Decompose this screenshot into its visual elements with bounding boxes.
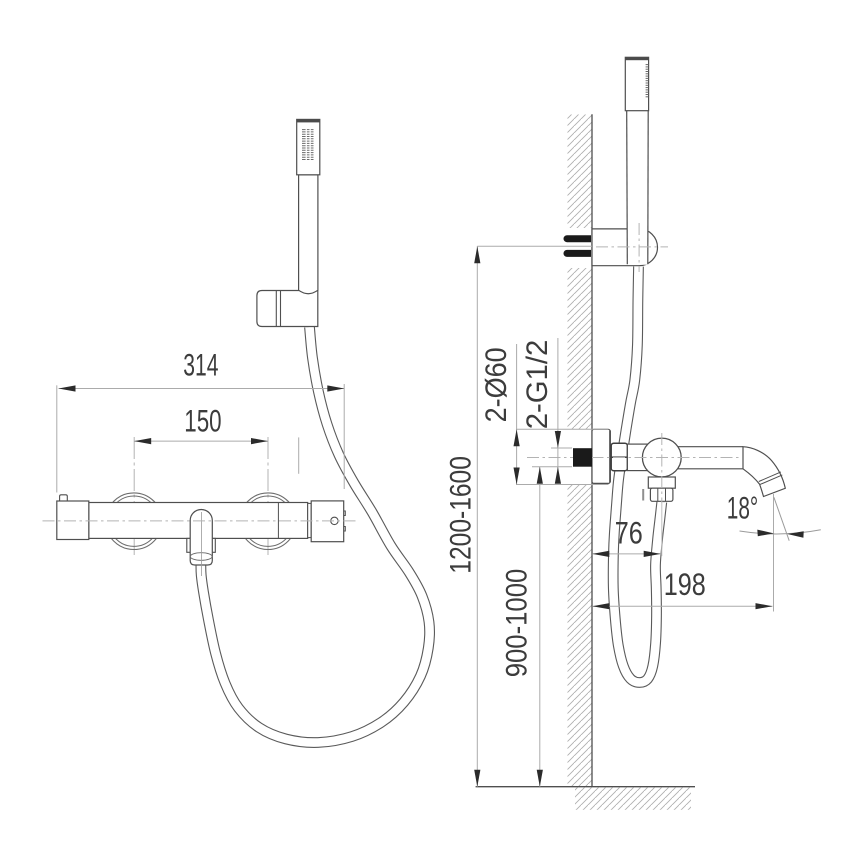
svg-text:76: 76 [615, 516, 643, 551]
svg-text:18°: 18° [727, 490, 758, 525]
svg-text:2-Ø60: 2-Ø60 [480, 347, 514, 422]
svg-text:314: 314 [183, 347, 218, 382]
svg-text:198: 198 [664, 567, 706, 602]
svg-text:1200-1600: 1200-1600 [443, 456, 477, 574]
svg-text:900-1000: 900-1000 [500, 569, 533, 678]
svg-text:150: 150 [184, 403, 221, 439]
svg-text:2-G1/2: 2-G1/2 [521, 340, 554, 429]
